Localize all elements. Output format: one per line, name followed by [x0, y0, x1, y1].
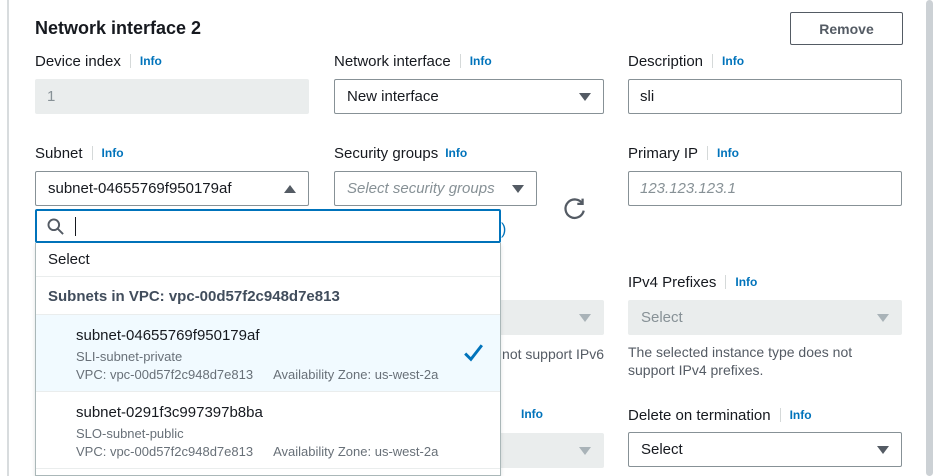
- subnet-select-value: subnet-04655769f950179af: [48, 180, 232, 197]
- chevron-down-icon: [579, 313, 591, 322]
- occluded-link-fragment: ): [501, 221, 507, 238]
- device-index-label: Device index: [35, 52, 121, 70]
- ipv4-prefixes-helper-text: The selected instance type does not supp…: [628, 344, 853, 378]
- device-index-field: 1: [35, 79, 309, 114]
- subnet-vpc: VPC: vpc-00d57f2c948d7e813: [76, 444, 254, 459]
- description-info-link[interactable]: Info: [722, 54, 745, 68]
- subnet-label-row: Subnet Info: [35, 144, 124, 162]
- ipv4-prefixes-info-link[interactable]: Info: [735, 275, 758, 289]
- primary-ip-input[interactable]: [628, 171, 902, 206]
- ipv4-prefixes-label-row: IPv4 Prefixes Info: [628, 273, 757, 291]
- text-cursor: [75, 216, 76, 236]
- delete-on-termination-label-row: Delete on termination Info: [628, 406, 812, 424]
- delete-on-termination-select-value: Select: [641, 441, 683, 458]
- label-divider: [712, 54, 714, 68]
- security-groups-label: Security groups: [334, 144, 439, 162]
- subnet-az: Availability Zone: us-west-2a: [273, 367, 439, 382]
- network-interface-label-row: Network interface Info: [334, 52, 492, 70]
- remove-button[interactable]: Remove: [790, 12, 903, 45]
- middle-field-info-link[interactable]: Info: [521, 407, 543, 421]
- security-groups-label-row: Security groups Info: [334, 144, 467, 162]
- label-divider: [459, 54, 461, 68]
- security-groups-placeholder: Select security groups: [347, 180, 495, 197]
- network-interface-select[interactable]: New interface: [334, 79, 604, 114]
- label-divider: [707, 146, 709, 160]
- panel-left-border: [7, 0, 9, 476]
- subnet-az: Availability Zone: us-west-2a: [273, 444, 439, 459]
- subnet-name: SLO-subnet-public: [76, 426, 184, 441]
- ipv4-prefixes-select-disabled: Select: [628, 300, 902, 335]
- primary-ip-label: Primary IP: [628, 144, 699, 162]
- chevron-down-icon: [512, 184, 524, 193]
- chevron-down-icon: [579, 92, 591, 101]
- device-index-label-row: Device index Info: [35, 52, 162, 70]
- refresh-security-groups-button[interactable]: [559, 193, 589, 223]
- refresh-icon: [563, 197, 585, 219]
- network-interface-info-link[interactable]: Info: [469, 54, 492, 68]
- check-icon: [464, 344, 483, 362]
- label-divider: [91, 146, 93, 160]
- subnet-option[interactable]: subnet-0291f3c997397b8ba SLO-subnet-publ…: [36, 392, 500, 469]
- delete-on-termination-info-link[interactable]: Info: [789, 408, 812, 422]
- chevron-down-icon: [877, 445, 889, 454]
- delete-on-termination-select[interactable]: Select: [628, 432, 902, 467]
- description-label-row: Description Info: [628, 52, 744, 70]
- chevron-up-icon: [284, 184, 296, 193]
- primary-ip-label-row: Primary IP Info: [628, 144, 739, 162]
- label-divider: [779, 408, 781, 422]
- vertical-scrollbar[interactable]: [926, 0, 933, 476]
- network-interface-label: Network interface: [334, 52, 451, 70]
- device-index-info-link[interactable]: Info: [139, 54, 162, 68]
- ipv4-prefixes-select-value: Select: [641, 309, 683, 326]
- search-icon: [47, 218, 64, 235]
- description-label: Description: [628, 52, 704, 70]
- ipv4-prefixes-label: IPv4 Prefixes: [628, 273, 717, 291]
- page-title: Network interface 2: [35, 18, 202, 38]
- primary-ip-info-link[interactable]: Info: [717, 146, 740, 160]
- network-interface-select-value: New interface: [347, 88, 439, 105]
- subnet-label: Subnet: [35, 144, 83, 162]
- subnet-dropdown-list: Select Subnets in VPC: vpc-00d57f2c948d7…: [35, 243, 501, 476]
- label-divider: [725, 275, 727, 289]
- subnet-name: SLI-subnet-private: [76, 349, 183, 364]
- security-groups-info-link[interactable]: Info: [445, 146, 468, 160]
- subnet-select[interactable]: subnet-04655769f950179af: [35, 171, 309, 206]
- subnet-option-select[interactable]: Select: [36, 243, 500, 277]
- subnet-info-link[interactable]: Info: [101, 146, 124, 160]
- subnet-id: subnet-04655769f950179af: [76, 327, 260, 344]
- chevron-down-icon: [877, 313, 889, 322]
- description-input[interactable]: [628, 79, 902, 114]
- subnet-group-header: Subnets in VPC: vpc-00d57f2c948d7e813: [36, 277, 500, 315]
- subnet-id: subnet-0291f3c997397b8ba: [76, 404, 263, 421]
- delete-on-termination-label: Delete on termination: [628, 406, 771, 424]
- chevron-down-icon: [579, 446, 591, 455]
- security-groups-select[interactable]: Select security groups: [334, 171, 537, 206]
- subnet-option-selected[interactable]: subnet-04655769f950179af SLI-subnet-priv…: [36, 315, 500, 392]
- label-divider: [129, 54, 131, 68]
- subnet-vpc: VPC: vpc-00d57f2c948d7e813: [76, 367, 254, 382]
- subnet-search-input[interactable]: [35, 209, 501, 243]
